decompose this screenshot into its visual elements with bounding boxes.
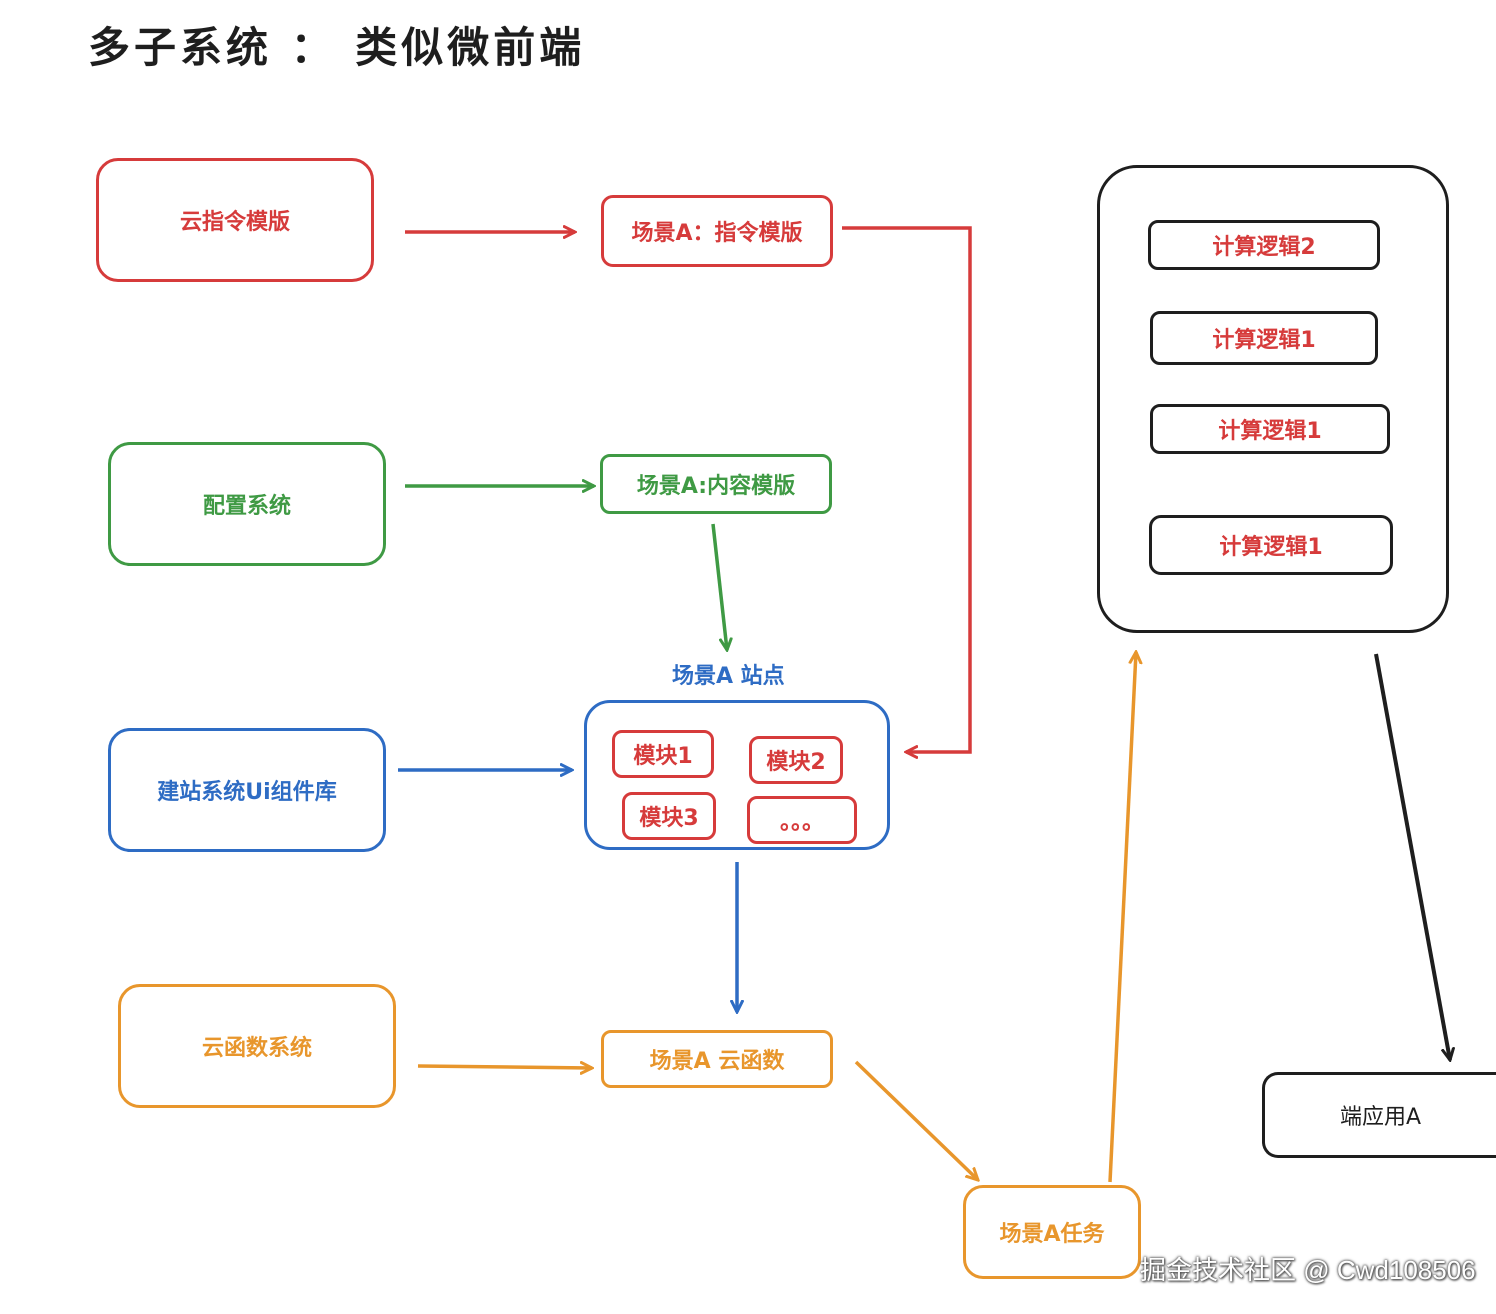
node-label: 配置系统: [202, 494, 291, 519]
module-label: 。。。: [779, 810, 824, 835]
node-site-ui-lib: 建站系统Ui组件库: [108, 728, 386, 852]
arrow-content-to-site: [711, 523, 727, 650]
node-scene-content-template: 场景A:内容模版: [600, 454, 832, 514]
node-label: 端应用A: [1339, 1105, 1422, 1130]
module-1: 模块1: [612, 730, 714, 778]
node-label: 场景A:内容模版: [636, 474, 796, 499]
calc-logic-item: 计算逻辑1: [1150, 311, 1378, 365]
watermark: 掘金技术社区 @ Cwd108506: [1140, 1255, 1476, 1285]
calc-logic-label: 计算逻辑1: [1219, 535, 1323, 560]
module-label: 模块3: [639, 806, 699, 831]
arrow-task-to-logic: [1108, 652, 1136, 1183]
calc-logic-label: 计算逻辑2: [1212, 235, 1316, 260]
logic-container: [1097, 165, 1449, 633]
calc-logic-item: 计算逻辑1: [1149, 515, 1393, 575]
node-label: 场景A：指令模版: [631, 221, 803, 246]
node-label: 建站系统Ui组件库: [157, 780, 337, 805]
node-label: 场景A任务: [999, 1222, 1105, 1247]
module-3: 模块3: [622, 792, 716, 840]
node-scene-task: 场景A任务: [963, 1185, 1141, 1279]
node-scene-cmd-template: 场景A：指令模版: [601, 195, 833, 267]
calc-logic-item: 计算逻辑1: [1150, 404, 1390, 454]
scene-site-title: 场景A 站点: [672, 664, 785, 689]
page-title: 多子系统 ： 类似微前端: [88, 23, 586, 72]
node-scene-cloud-func: 场景A 云函数: [601, 1030, 833, 1088]
node-label: 场景A 云函数: [649, 1049, 785, 1074]
node-scene-site: [584, 700, 890, 850]
arrow-cloud-func-to-task: [854, 1060, 978, 1180]
arrow-logic-to-app: [1374, 653, 1450, 1060]
node-cloud-cmd-template: 云指令模版: [96, 158, 374, 282]
node-cloud-func-system: 云函数系统: [118, 984, 396, 1108]
arrow-scene-cmd-to-site: [842, 226, 972, 752]
node-label: 云函数系统: [201, 1036, 312, 1061]
module-more: 。。。: [747, 796, 857, 844]
calc-logic-item: 计算逻辑2: [1148, 220, 1380, 270]
node-end-app: 端应用A: [1262, 1072, 1496, 1158]
arrow-cloud-func-system-to-scene: [417, 1066, 592, 1068]
module-2: 模块2: [749, 736, 843, 784]
node-config-system: 配置系统: [108, 442, 386, 566]
calc-logic-label: 计算逻辑1: [1218, 419, 1322, 444]
module-label: 模块2: [766, 750, 826, 775]
module-label: 模块1: [633, 744, 693, 769]
calc-logic-label: 计算逻辑1: [1212, 328, 1316, 353]
node-label: 云指令模版: [179, 210, 290, 235]
